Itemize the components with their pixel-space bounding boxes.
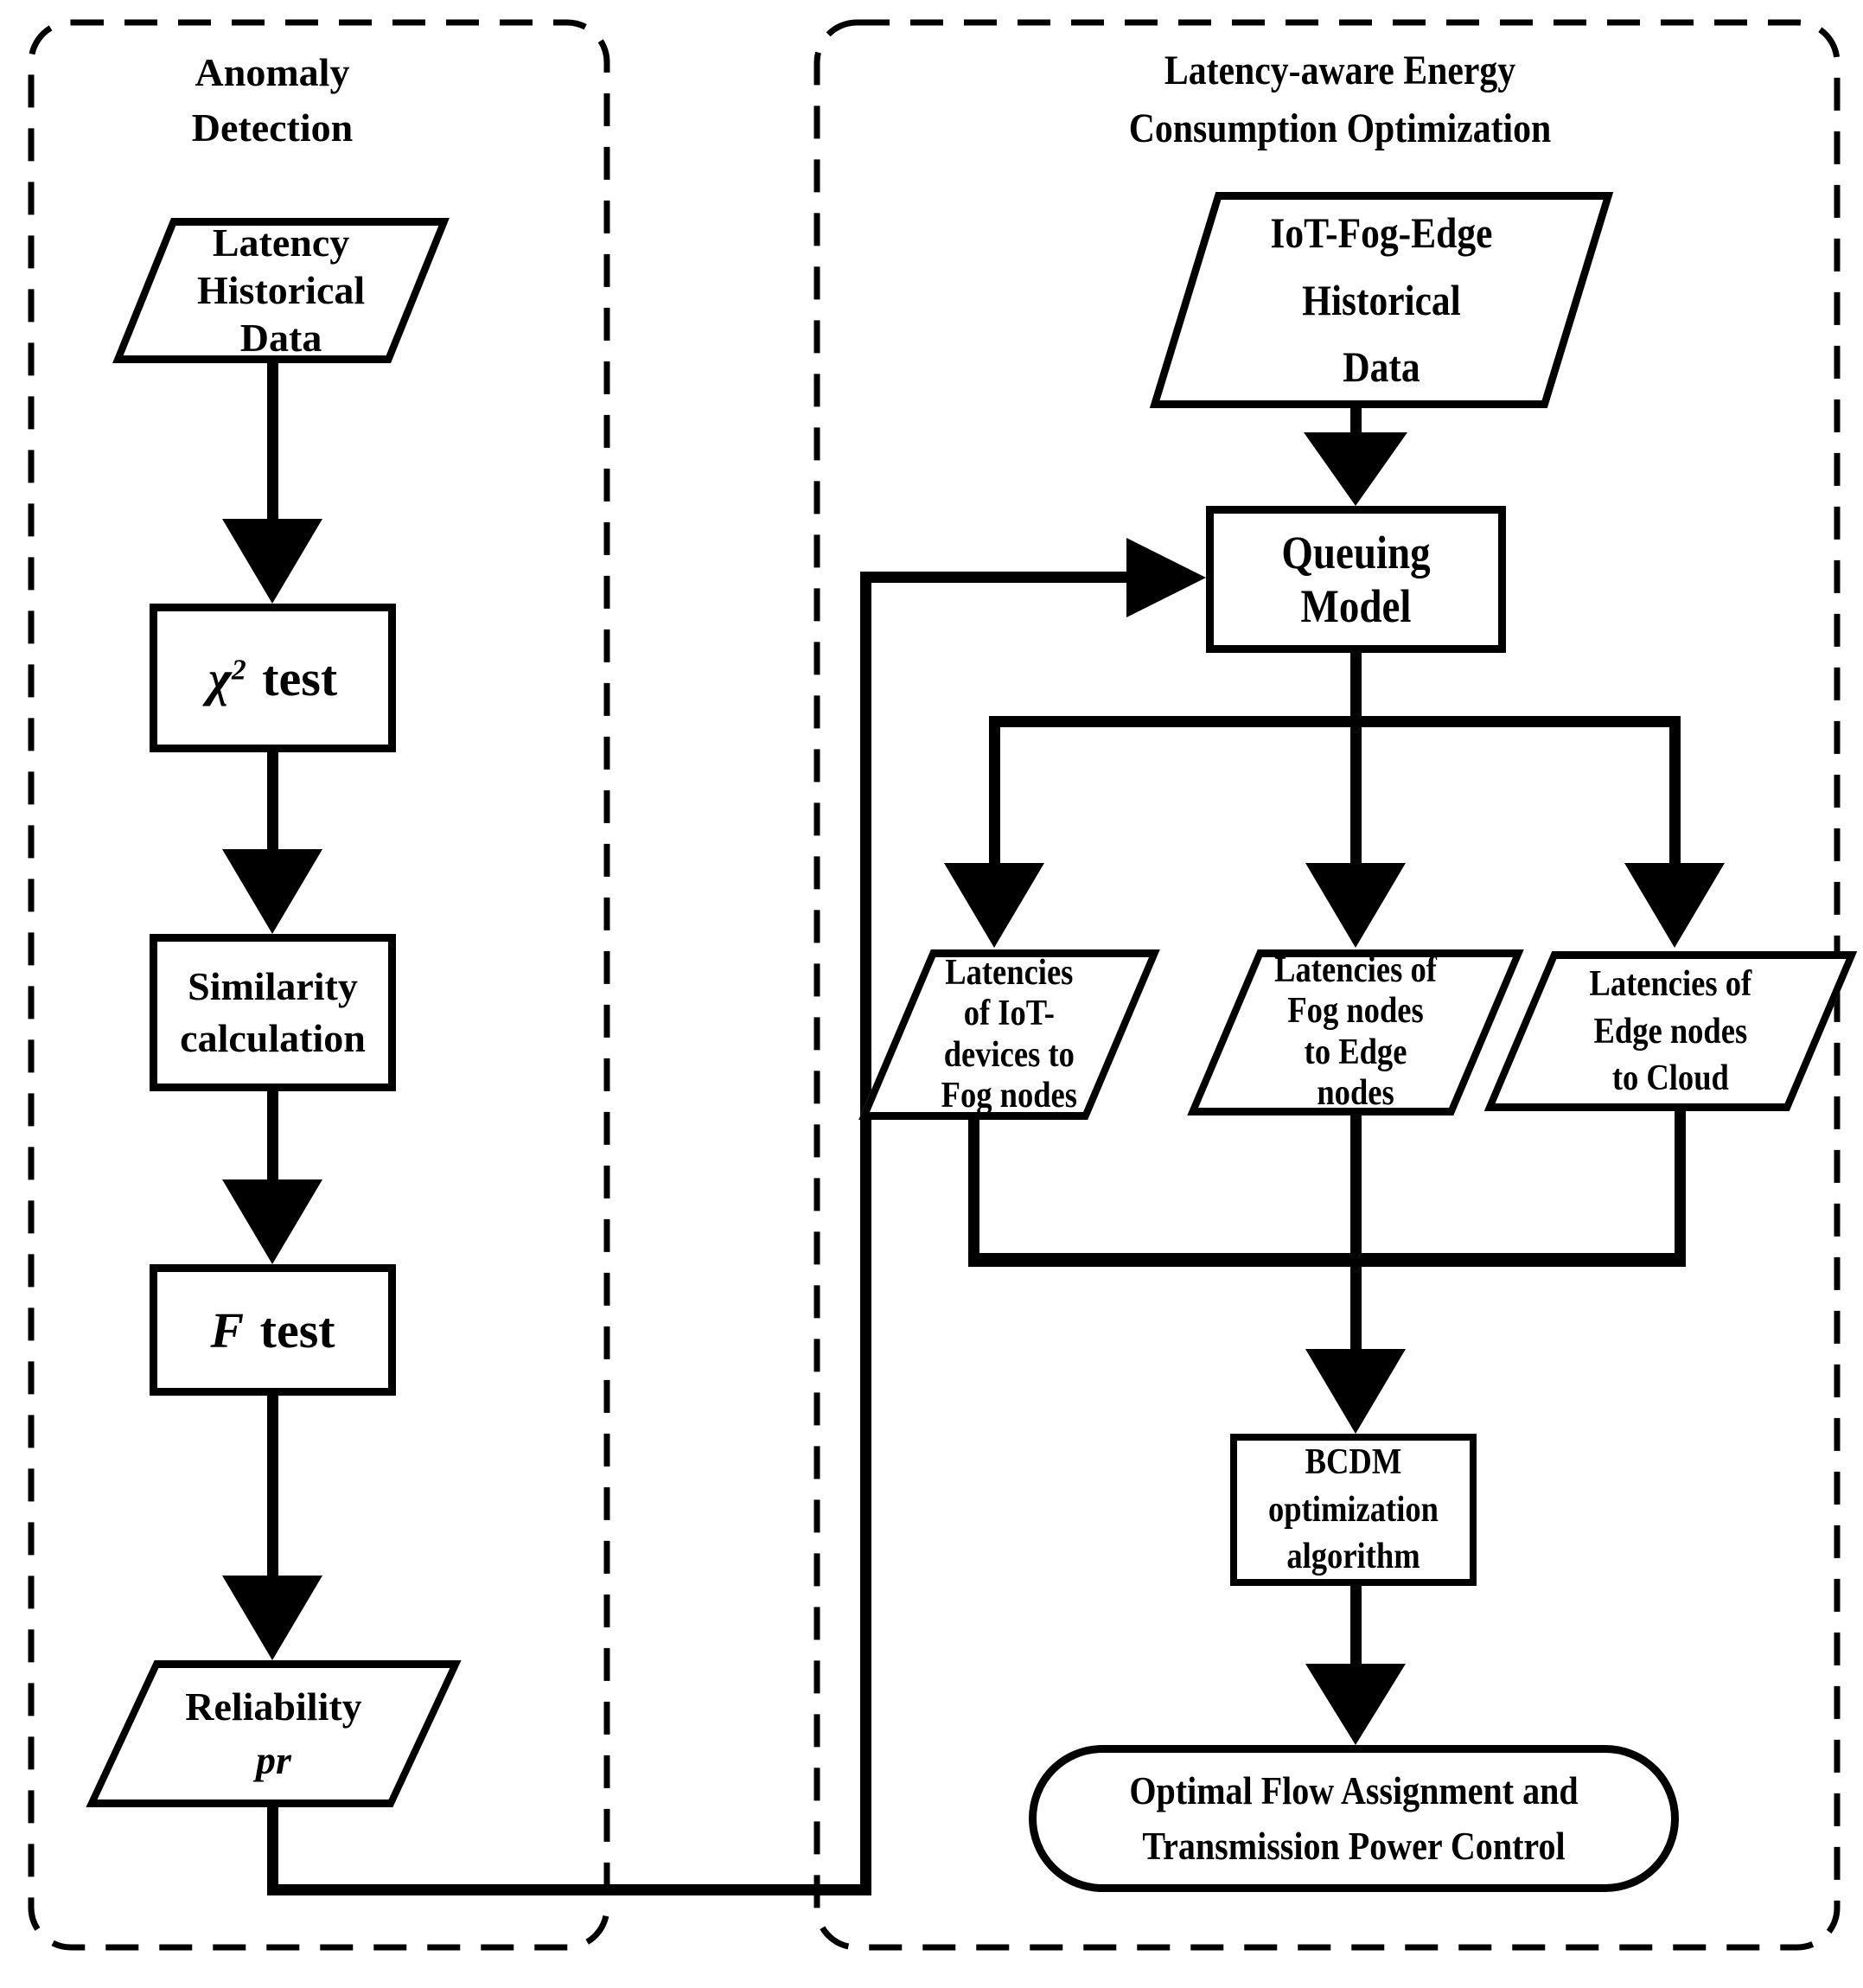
arrow-chi-to-similarity-head [222, 849, 322, 934]
arrow-iot-to-queuing-shaft [1350, 405, 1362, 441]
arrow-split-to-latency1-shaft [989, 716, 1000, 866]
latency-historical-data-parallelogram: Latency Historical Data [112, 218, 450, 363]
arrow-split-to-latency2-shaft [1350, 727, 1362, 866]
optimal-output-terminator: Optimal Flow Assignment and Transmission… [1029, 1745, 1679, 1892]
latencies-edge-to-cloud-parallelogram: Latencies of Edge nodes to Cloud [1483, 951, 1858, 1111]
arrow-split-to-latency3-shaft [1669, 716, 1681, 866]
reliability-feedback-arrow-head [1126, 538, 1206, 617]
reliability-feedback-connector-across [267, 1884, 871, 1895]
arrow-bcdm-to-output-shaft [1350, 1584, 1362, 1671]
similarity-calculation-box: Similarity calculation [150, 934, 396, 1091]
arrow-latency-to-chi-head [222, 519, 322, 604]
reliability-parallelogram: Reliability pr [86, 1660, 462, 1807]
arrow-latency-to-chi-shaft [267, 359, 278, 523]
reliability-feedback-connector-into-queuing [860, 572, 1128, 583]
arrow-merge-to-bcdm-shaft [1350, 1267, 1362, 1353]
bcdm-optimization-box: BCDM optimization algorithm [1230, 1434, 1477, 1586]
arrow-f-to-reliability-shaft [267, 1394, 278, 1580]
iot-fog-edge-data-parallelogram: IoT-Fog-Edge Historical Data [1149, 192, 1614, 408]
queuing-split-bar [989, 716, 1681, 727]
queuing-split-stem [1350, 651, 1362, 727]
arrow-split-to-latency3-head [1624, 863, 1725, 948]
arrow-merge-to-bcdm-head [1305, 1349, 1406, 1434]
arrow-split-to-latency1-head [944, 863, 1044, 948]
arrow-chi-to-similarity-shaft [267, 749, 278, 854]
arrow-f-to-reliability-head [222, 1576, 322, 1660]
latency3-merge-stem [1675, 1107, 1686, 1267]
queuing-model-box: Queuing Model [1206, 506, 1506, 653]
arrow-similarity-to-f-head [222, 1179, 322, 1264]
latency2-merge-stem [1350, 1111, 1362, 1267]
latencies-iot-to-fog-parallelogram: Latencies of IoT- devices to Fog nodes [858, 949, 1160, 1120]
anomaly-detection-title: Anomaly Detection [191, 50, 354, 150]
reliability-feedback-connector-down [267, 1804, 278, 1895]
latencies-fog-to-edge-parallelogram: Latencies of Fog nodes to Edge nodes [1187, 949, 1524, 1115]
arrow-iot-to-queuing-head [1304, 432, 1407, 506]
arrow-bcdm-to-output-head [1305, 1664, 1406, 1745]
arrow-similarity-to-f-shaft [267, 1088, 278, 1185]
optimization-panel-border [813, 19, 1841, 1951]
arrow-split-to-latency2-head [1305, 863, 1406, 948]
latency1-merge-stem [968, 1115, 979, 1267]
optimization-title: Latency-aware Energy Consumption Optimiz… [1128, 48, 1552, 152]
latency-merge-bar [968, 1253, 1686, 1267]
reliability-feedback-connector-up [860, 572, 871, 1895]
